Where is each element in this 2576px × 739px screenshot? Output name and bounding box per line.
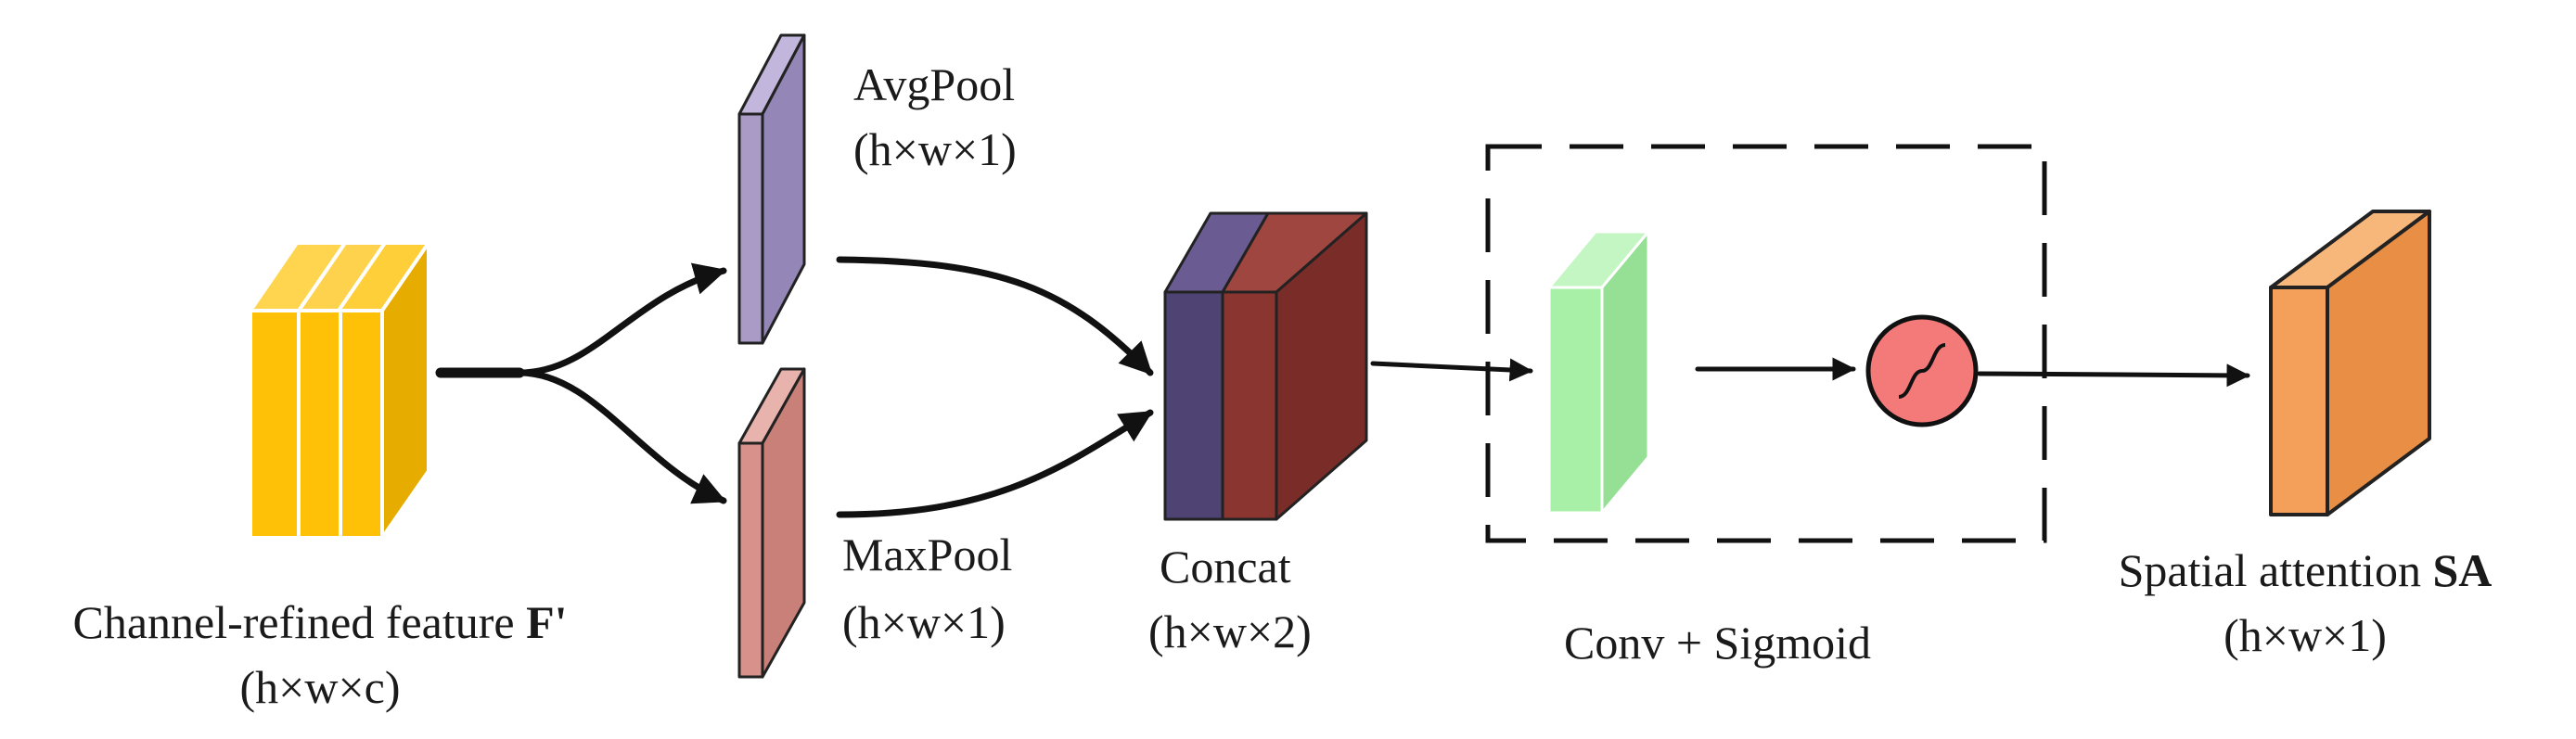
conv-sigmoid-dashed-box (1485, 144, 2047, 543)
conv-block (1547, 230, 1650, 515)
output-attention-block (2269, 210, 2431, 516)
input-symbol: F' (526, 596, 567, 648)
arrow-input-to-avgpool (516, 262, 727, 376)
conv-sigmoid-label: Conv + Sigmoid (1564, 617, 1871, 669)
arrow-sigmoid-to-output (1977, 363, 2250, 388)
input-label-line: Channel-refined feature F' (72, 596, 567, 648)
output-dims: (h×w×1) (2224, 609, 2387, 661)
arrow-concat-to-conv (1370, 358, 1533, 382)
concat-dims: (h×w×2) (1148, 605, 1312, 657)
concat-block (1163, 211, 1368, 521)
avgpool-label: AvgPool (853, 58, 1015, 110)
output-label: Spatial attention (2119, 544, 2421, 596)
avgpool-dims: (h×w×1) (853, 123, 1017, 175)
arrow-avgpool-to-concat (836, 256, 1154, 376)
arrow-maxpool-to-concat (836, 409, 1154, 518)
output-label-line: Spatial attention SA (2119, 544, 2493, 596)
maxpool-block (737, 367, 806, 679)
sigmoid-icon (1865, 314, 1979, 427)
arrow-input-to-maxpool (516, 369, 727, 504)
maxpool-label: MaxPool (842, 529, 1012, 580)
output-symbol: SA (2432, 544, 2492, 596)
avgpool-block (737, 33, 806, 345)
input-dims: (h×w×c) (240, 661, 401, 713)
concat-label: Concat (1160, 541, 1291, 592)
maxpool-dims: (h×w×1) (842, 596, 1006, 648)
input-label: Channel-refined feature (72, 596, 514, 648)
connector-arrows (435, 256, 2250, 518)
input-feature-block (249, 241, 430, 540)
